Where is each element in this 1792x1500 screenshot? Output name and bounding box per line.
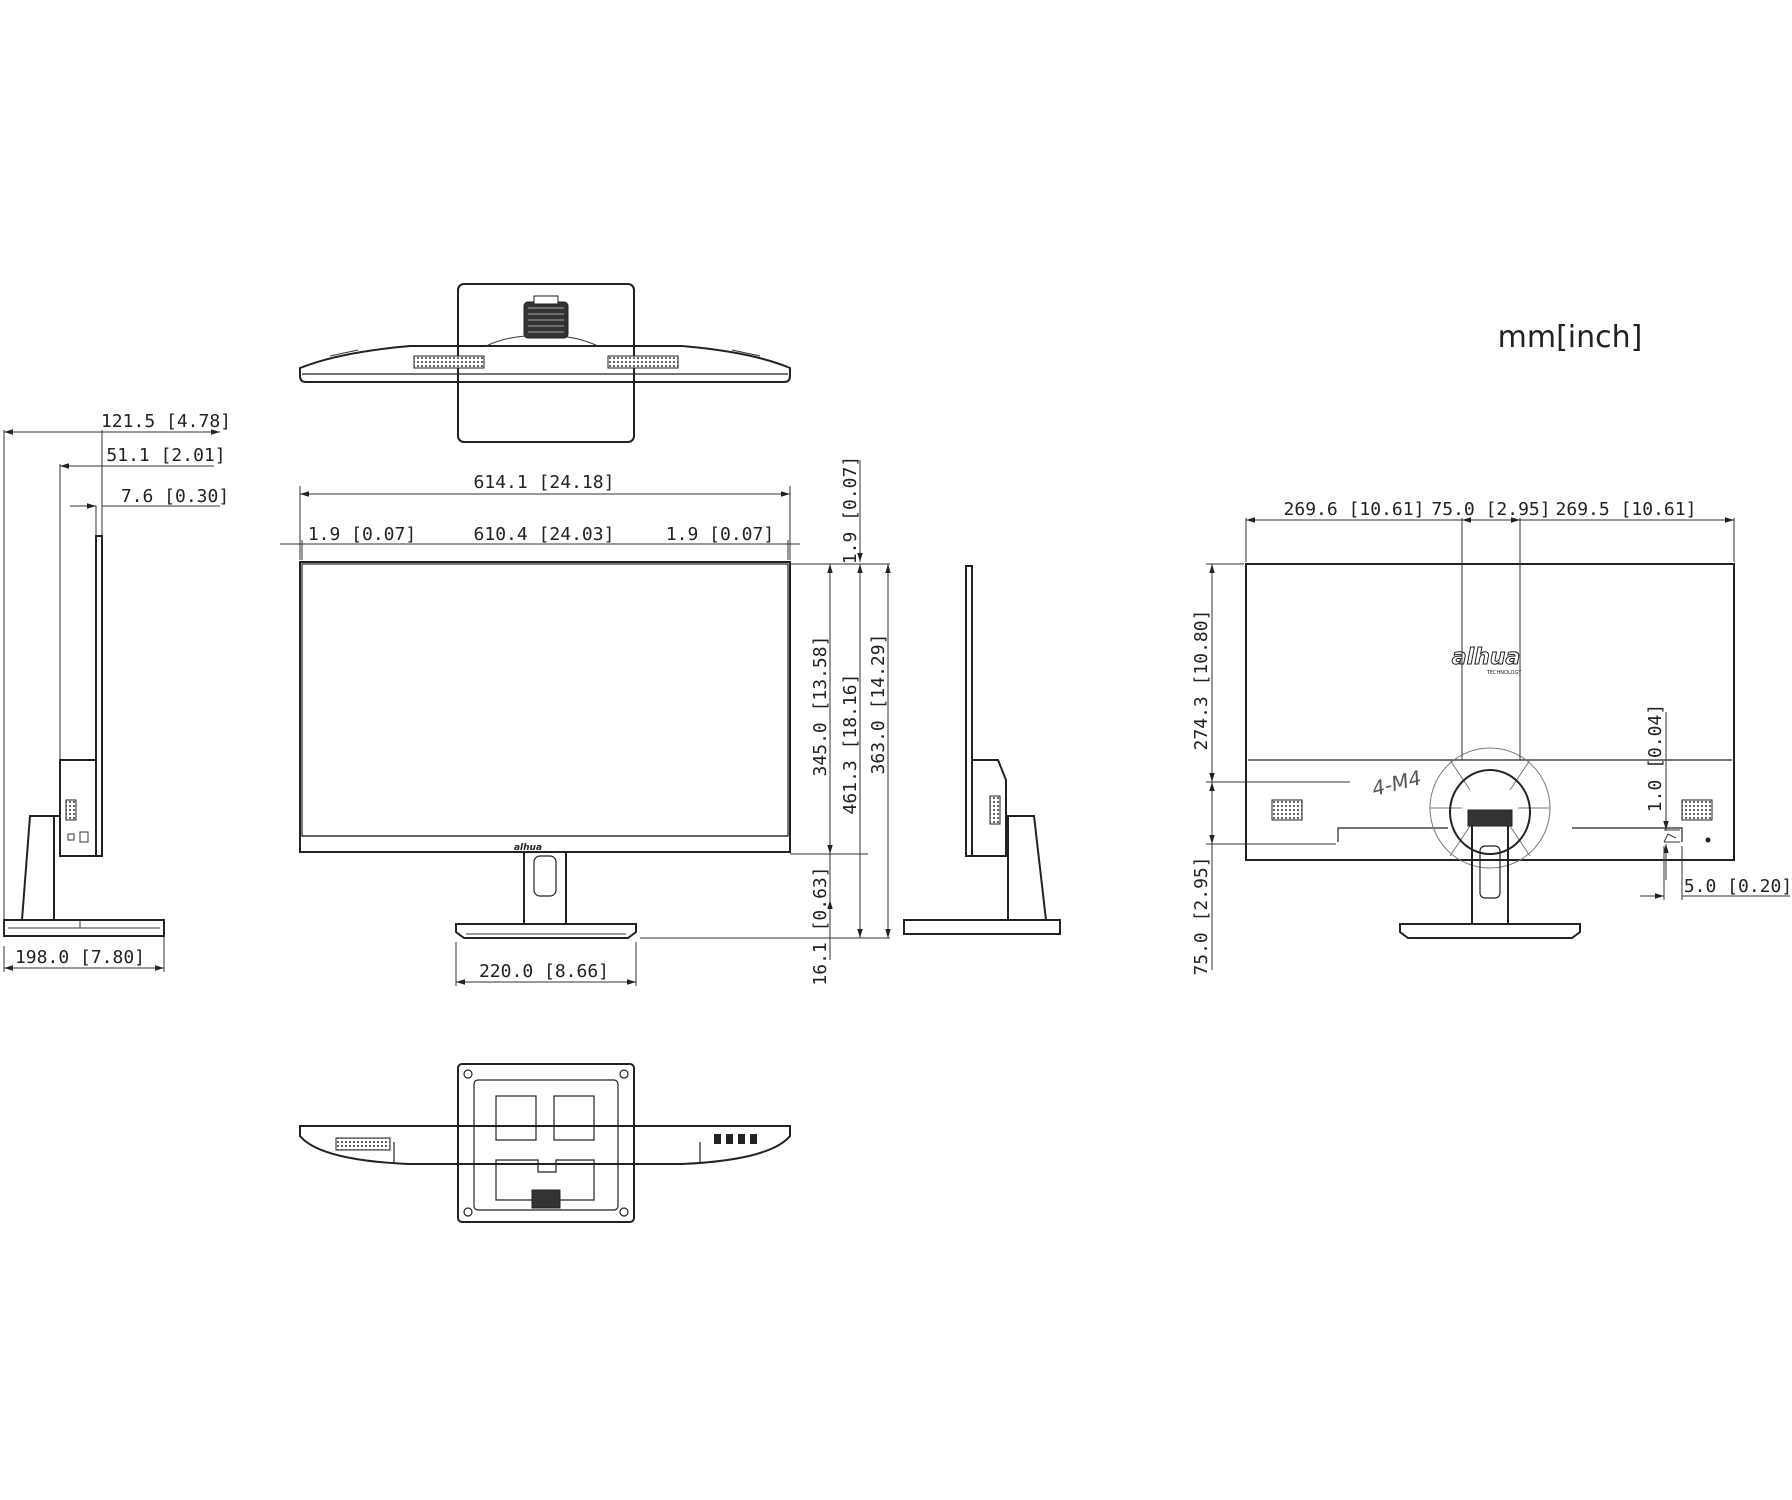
vesa-screw-note: 4-M4 [1369,765,1423,800]
right-side-view [903,565,1061,935]
dimension-labels: 121.5 [4.78] 51.1 [2.01] 7.6 [0.30] 198.… [15,411,1792,986]
dim-bezel-left: 1.9 [0.07] [308,524,416,545]
rear-logo-tagline: TECHNOLOGY [1486,670,1522,676]
dim-overall-height: 461.3 [18.16] [840,674,861,815]
dim-bezel-top: 1.9 [0.07] [840,456,861,564]
unit-label: mm[inch] [1498,320,1643,355]
dim-panel-height: 363.0 [14.29] [868,634,889,775]
dim-bottom-gap: 16.1 [0.63] [810,866,831,985]
dim-screen-height: 345.0 [13.58] [810,636,831,777]
dim-left-to-vesa: 269.6 [10.61] [1284,499,1425,520]
rear-logo: alhua [1452,645,1521,670]
dim-panel-thickness: 7.6 [0.30] [121,486,229,507]
dim-vesa-width: 75.0 [2.95] [1431,499,1550,520]
dim-overall-width: 614.1 [24.18] [474,472,615,493]
dim-vesa-to-right: 269.5 [10.61] [1556,499,1697,520]
front-view: alhua [299,561,791,939]
dim-screen-width: 610.4 [24.03] [474,524,615,545]
dim-base-depth: 198.0 [7.80] [15,947,145,968]
dim-overall-depth: 121.5 [4.78] [101,411,231,432]
dim-port-offset: 5.0 [0.20] [1684,876,1792,897]
top-view [299,283,791,443]
dim-neck-depth: 51.1 [2.01] [106,445,225,466]
front-logo: alhua [514,843,542,853]
dim-bezel-right: 1.9 [0.07] [666,524,774,545]
bottom-view [299,1063,791,1223]
dimension-lines [3,429,1790,986]
dim-base-width: 220.0 [8.66] [479,961,609,982]
dim-vesa-height: 75.0 [2.95] [1191,856,1212,975]
dim-top-to-vesa: 274.3 [10.80] [1191,610,1212,751]
left-side-view [3,535,165,937]
dim-port-recess: 1.0 [0.04] [1645,704,1666,812]
